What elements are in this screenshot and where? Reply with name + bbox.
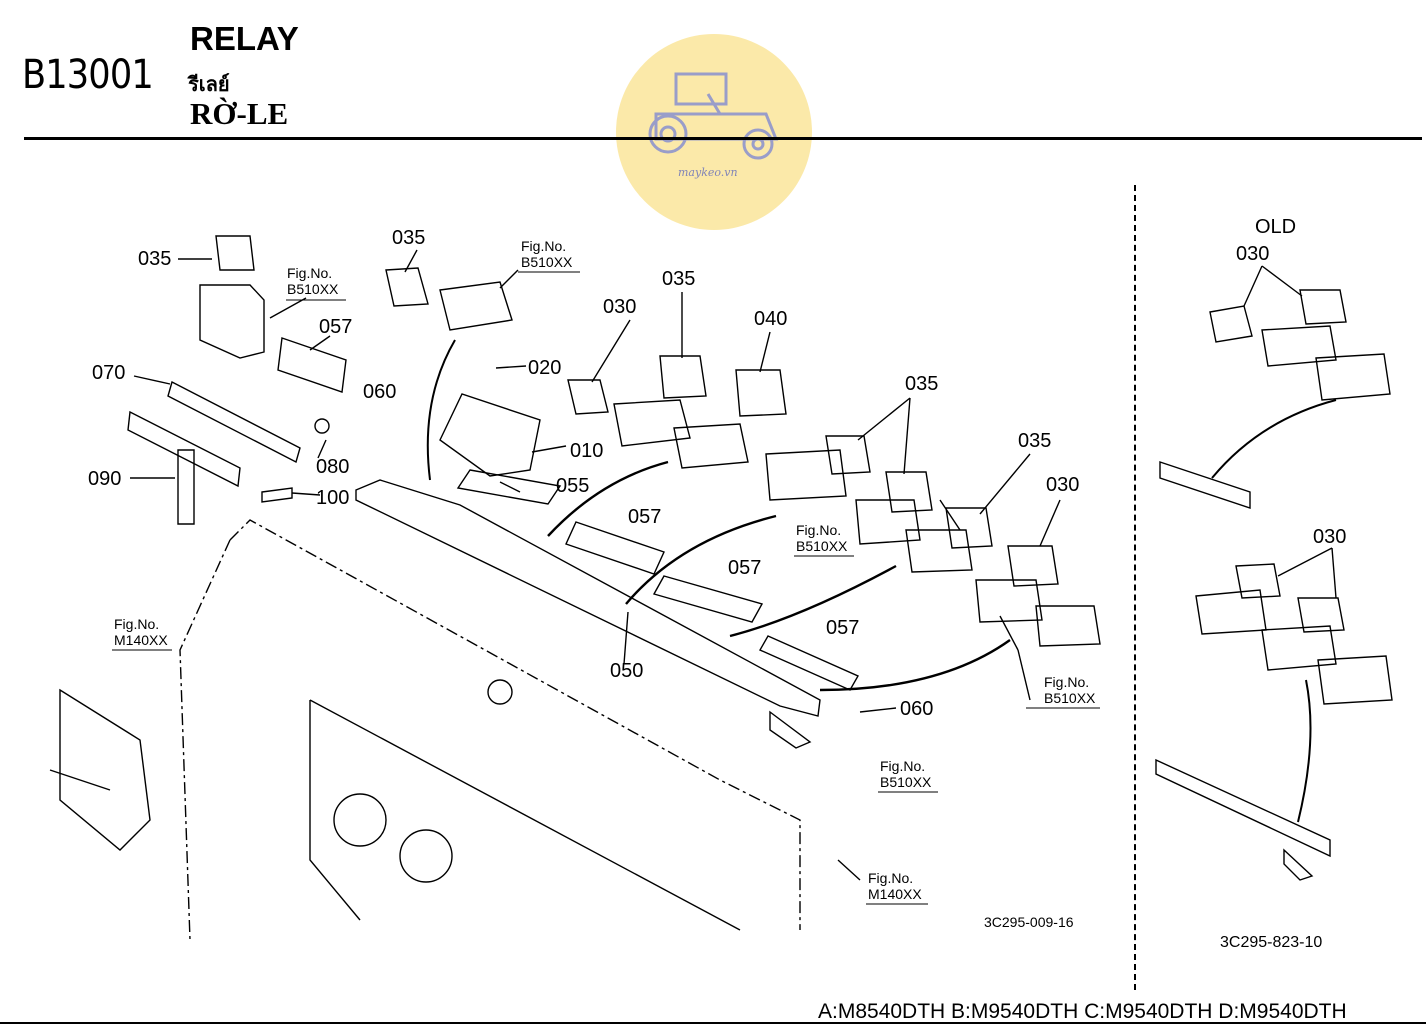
part-050-relay-bar — [355, 479, 821, 717]
old-label: OLD — [1255, 216, 1297, 238]
callout-035: 035 — [905, 373, 939, 395]
part-070-plate — [167, 380, 301, 464]
part-relay-socket — [199, 284, 265, 359]
fig-ref-number: B510XX — [796, 538, 848, 554]
panel-divider — [1134, 185, 1136, 990]
callout-057: 057 — [728, 557, 762, 579]
fig-ref-label: Fig.No. — [880, 758, 926, 774]
callout-035: 035 — [1018, 430, 1052, 452]
fig-ref: Fig.No. B510XX — [796, 522, 847, 554]
title-english: RELAY — [190, 20, 299, 57]
drawing-number: 3C295-823-10 — [1220, 934, 1323, 951]
callout-030: 030 — [1236, 243, 1270, 265]
title-vietnamese: RỜ-LE — [190, 96, 289, 131]
callout-070: 070 — [92, 362, 126, 384]
fig-ref-number: B510XX — [880, 774, 932, 790]
part-090-bracket — [127, 410, 241, 488]
fig-ref: Fig.No. M140XX — [868, 870, 922, 902]
callout-030: 030 — [603, 296, 637, 318]
footer-rule — [0, 1022, 1426, 1024]
callout-040: 040 — [754, 308, 788, 330]
fig-ref-label: Fig.No. — [287, 265, 333, 281]
fig-ref-label: Fig.No. — [114, 616, 160, 632]
fig-ref-number: B510XX — [1044, 690, 1096, 706]
callout-057: 057 — [628, 506, 662, 528]
fig-ref-number: M140XX — [114, 632, 168, 648]
drawing-number: 3C295-009-16 — [984, 914, 1074, 930]
callout-050: 050 — [610, 660, 644, 682]
title-thai: รีเลย์ — [188, 72, 230, 96]
fig-ref-number: B510XX — [521, 254, 573, 270]
fig-ref-number: B510XX — [287, 281, 339, 297]
fig-ref-label: Fig.No. — [796, 522, 842, 538]
fig-ref-label: Fig.No. — [1044, 674, 1090, 690]
fig-ref: Fig.No. M140XX — [114, 616, 168, 648]
callout-035: 035 — [662, 268, 696, 290]
callout-100: 100 — [316, 487, 350, 509]
callout-020: 020 — [528, 357, 562, 379]
callout-057: 057 — [319, 316, 353, 338]
callout-055: 055 — [556, 475, 590, 497]
callout-030: 030 — [1046, 474, 1080, 496]
fig-ref: Fig.No. B510XX — [880, 758, 931, 790]
fig-ref-label: Fig.No. — [521, 238, 567, 254]
callout-035: 035 — [138, 248, 172, 270]
section-code: B13001 — [22, 52, 154, 98]
header-rule — [24, 137, 1422, 140]
footer-model-list: A:M8540DTH B:M9540DTH C:M9540DTH D:M9540… — [818, 1000, 1347, 1023]
callout-030: 030 — [1313, 526, 1347, 548]
fig-ref: Fig.No. B510XX — [1044, 674, 1095, 706]
part-057-pad-a — [277, 337, 347, 393]
fig-ref-label: Fig.No. — [868, 870, 914, 886]
part-055-pad — [456, 469, 562, 505]
callout-060: 060 — [900, 698, 934, 720]
watermark-logo — [616, 34, 812, 230]
callout-010: 010 — [570, 440, 604, 462]
watermark-text: maykeo.vn — [678, 166, 738, 179]
fig-ref: Fig.No. B510XX — [521, 238, 572, 270]
callout-057: 057 — [826, 617, 860, 639]
part-035-relay-a — [215, 235, 255, 271]
fig-ref-number: M140XX — [868, 886, 922, 902]
callout-035: 035 — [392, 227, 426, 249]
fig-ref: Fig.No. B510XX — [287, 265, 338, 297]
callout-090: 090 — [88, 468, 122, 490]
callout-080: 080 — [316, 456, 350, 478]
part-010-relay — [439, 393, 541, 477]
callout-060: 060 — [363, 381, 397, 403]
